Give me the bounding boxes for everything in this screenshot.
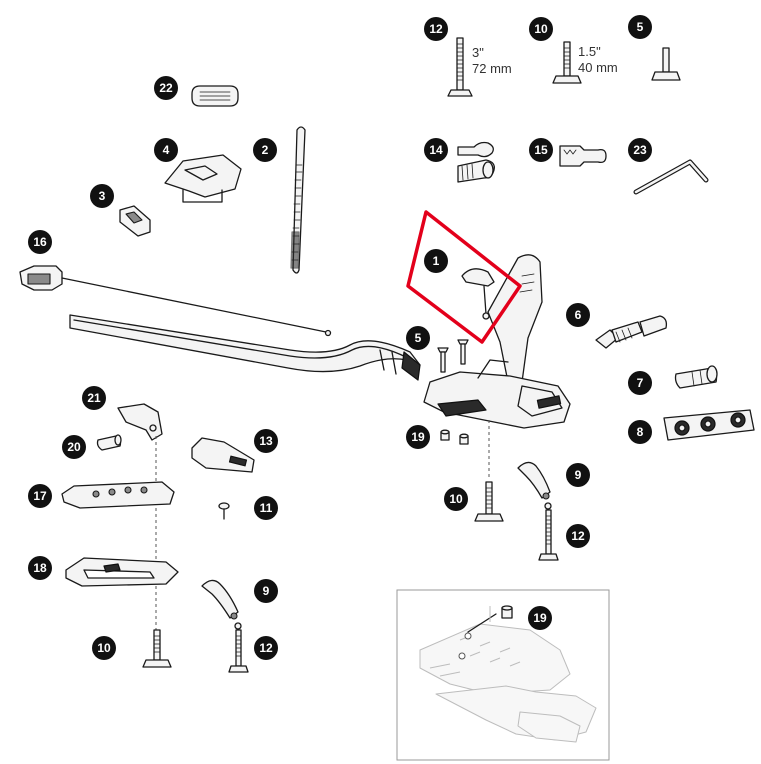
- frame-18: [65, 557, 179, 587]
- clip-3: [119, 205, 151, 237]
- callout-10-mid: 10: [444, 487, 468, 511]
- callout-15-label: 15: [534, 143, 548, 157]
- callout-12-left-label: 12: [259, 641, 273, 655]
- callout-10-left: 10: [92, 636, 116, 660]
- callout-2-label: 2: [262, 143, 269, 157]
- connector-cable-16: [19, 265, 332, 337]
- bolt-12-inch-label: 3": [472, 45, 484, 60]
- callout-8: 8: [628, 420, 652, 444]
- callout-2: 2: [253, 138, 277, 162]
- callout-15: 15: [529, 138, 553, 162]
- callout-13-label: 13: [259, 434, 273, 448]
- callout-7-label: 7: [637, 376, 644, 390]
- strap-2: [290, 126, 306, 274]
- callout-9-left-label: 9: [263, 584, 270, 598]
- bushings-19-mid: [440, 429, 469, 445]
- callout-10-top: 10: [529, 17, 553, 41]
- bolt-10-mid: [474, 481, 504, 522]
- callout-9-left: 9: [254, 579, 278, 603]
- plate-17: [61, 481, 175, 509]
- callout-21-label: 21: [87, 391, 101, 405]
- callout-1-label: 1: [433, 254, 440, 268]
- callout-19-mid-label: 19: [411, 430, 425, 444]
- callout-23: 23: [628, 138, 652, 162]
- callout-8-label: 8: [637, 425, 644, 439]
- cap-21: [117, 403, 163, 441]
- main-bike-holder: [423, 254, 571, 429]
- bolt-10-short: [552, 41, 582, 84]
- bolt-10-left: [142, 629, 172, 668]
- rubber-pad-22: [191, 85, 239, 107]
- callout-20: 20: [62, 435, 86, 459]
- clamp-9-left: [201, 579, 239, 620]
- callout-1: 1: [424, 249, 448, 273]
- callout-16-label: 16: [33, 235, 47, 249]
- lock-key-14: [457, 141, 495, 183]
- callout-21: 21: [82, 386, 106, 410]
- callout-18: 18: [28, 556, 52, 580]
- callout-17-label: 17: [33, 489, 47, 503]
- callout-14-label: 14: [429, 143, 443, 157]
- callout-18-label: 18: [33, 561, 47, 575]
- callout-5-top: 5: [628, 15, 652, 39]
- callout-5-top-label: 5: [637, 20, 644, 34]
- callout-10-mid-label: 10: [449, 492, 463, 506]
- hex-key-icon: [633, 159, 709, 195]
- callout-6: 6: [566, 303, 590, 327]
- cover-13: [191, 437, 255, 473]
- callout-3: 3: [90, 184, 114, 208]
- callout-19-inset: 19: [528, 606, 552, 630]
- callout-9-right: 9: [566, 463, 590, 487]
- callout-11-label: 11: [260, 501, 273, 515]
- inset-holder-detail: [419, 605, 597, 743]
- knob-bolt-6: [595, 315, 668, 349]
- bolt-10-inch-label: 1.5": [578, 44, 601, 59]
- callout-20-label: 20: [67, 440, 81, 454]
- callout-17: 17: [28, 484, 52, 508]
- callout-12-right: 12: [566, 524, 590, 548]
- callout-12-right-label: 12: [571, 529, 585, 543]
- callout-5-mid: 5: [406, 326, 430, 350]
- callout-12-top-label: 12: [429, 22, 443, 36]
- adapter-plate-8: [663, 409, 755, 441]
- bolt-12-long: [447, 37, 473, 97]
- pin-20: [96, 434, 122, 451]
- callout-6-label: 6: [575, 308, 582, 322]
- callout-16: 16: [28, 230, 52, 254]
- callout-23-label: 23: [633, 143, 647, 157]
- callout-9-right-label: 9: [575, 468, 582, 482]
- t-bolt-5-top: [651, 47, 681, 81]
- clamp-9-right: [517, 461, 551, 500]
- screw-11: [218, 502, 230, 520]
- bolt-12-left: [228, 622, 249, 673]
- callout-22: 22: [154, 76, 178, 100]
- callout-12-top: 12: [424, 17, 448, 41]
- callout-10-left-label: 10: [97, 641, 111, 655]
- callout-22-label: 22: [159, 81, 173, 95]
- callout-5-mid-label: 5: [415, 331, 422, 345]
- bolt-12-right: [538, 502, 559, 561]
- bolt-10-mm-label: 40 mm: [578, 60, 618, 75]
- callout-10-top-label: 10: [534, 22, 548, 36]
- clamp-bracket-4: [164, 154, 242, 203]
- callout-19-inset-label: 19: [533, 611, 547, 625]
- callout-7: 7: [628, 371, 652, 395]
- callout-3-label: 3: [99, 189, 106, 203]
- bolt-12-mm-label: 72 mm: [472, 61, 512, 76]
- callout-12-left: 12: [254, 636, 278, 660]
- callout-4-label: 4: [163, 143, 170, 157]
- callout-19-mid: 19: [406, 425, 430, 449]
- part-1-highlight-box: [406, 210, 522, 344]
- callout-4: 4: [154, 138, 178, 162]
- wheel-rail: [69, 314, 421, 381]
- key-15: [559, 145, 607, 167]
- callout-11: 11: [254, 496, 278, 520]
- callout-14: 14: [424, 138, 448, 162]
- t-bolts-5-mid: [437, 339, 469, 373]
- callout-13: 13: [254, 429, 278, 453]
- cylinder-7: [674, 365, 718, 389]
